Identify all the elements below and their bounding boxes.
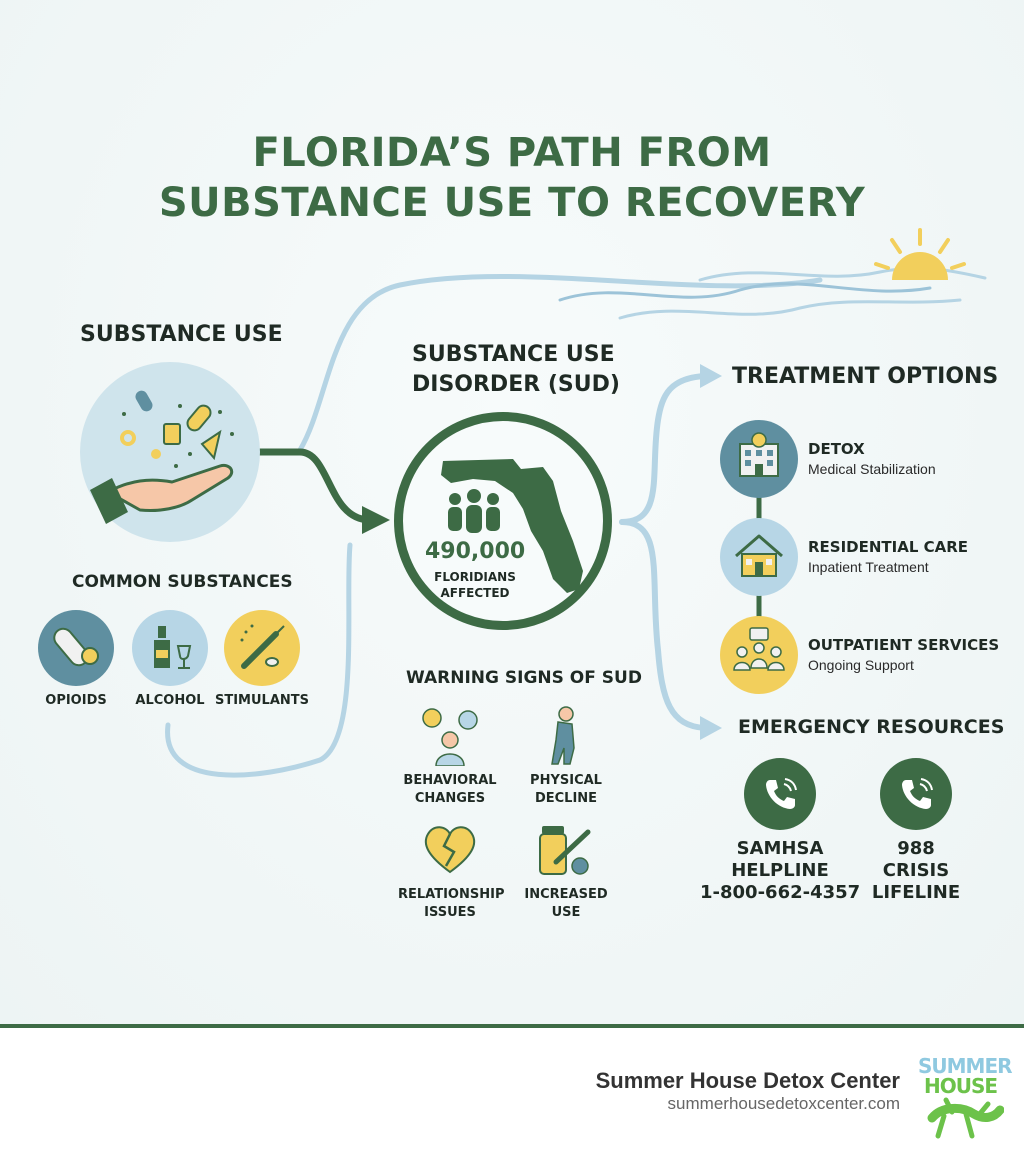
warning-relationship-label: RELATIONSHIP ISSUES — [398, 886, 505, 922]
people-group-icon — [448, 489, 500, 533]
treatment-heading: TREATMENT OPTIONS — [732, 364, 999, 389]
emergency-heading: EMERGENCY RESOURCES — [738, 716, 1005, 738]
outpatient-subtitle: Ongoing Support — [808, 657, 914, 673]
brand-url[interactable]: summerhousedetoxcenter.com — [667, 1094, 900, 1113]
flow-connectors — [165, 266, 987, 778]
substance-use-heading: SUBSTANCE USE — [80, 322, 283, 347]
mood-faces-icon — [422, 708, 478, 766]
phone-icon — [766, 778, 797, 809]
alcohol-circle — [132, 610, 208, 686]
broken-heart-icon — [424, 826, 476, 874]
alcohol-label: ALCOHOL — [135, 693, 205, 708]
detox-subtitle: Medical Stabilization — [808, 461, 936, 477]
sun-icon — [874, 228, 966, 280]
group-support-icon — [733, 627, 785, 671]
common-substances-heading: COMMON SUBSTANCES — [72, 572, 293, 592]
stimulants-label: STIMULANTS — [214, 693, 309, 708]
residential-circle — [720, 518, 798, 596]
sud-heading: SUBSTANCE USE DISORDER (SUD) — [412, 340, 620, 400]
warning-physical-line-1: PHYSICAL — [530, 773, 602, 788]
florida-map-icon — [441, 459, 583, 593]
sud-stat-value: 490,000 — [425, 539, 526, 564]
warning-relationship-line-2: ISSUES — [424, 905, 476, 920]
samhsa-phone-circle — [744, 758, 816, 830]
logo-line-1: SUMMER — [918, 1054, 1013, 1078]
stimulants-circle — [224, 610, 300, 686]
syringe-icon — [240, 624, 285, 669]
warning-physical-line-2: DECLINE — [534, 791, 598, 806]
hospital-icon — [739, 432, 779, 477]
hunched-person-icon — [551, 706, 575, 765]
samhsa-helpline-text: SAMHSA HELPLINE 1-800-662-4357 — [700, 838, 860, 904]
warning-physical-label: PHYSICAL DECLINE — [516, 772, 616, 808]
detox-circle — [720, 420, 798, 498]
opioids-label: OPIOIDS — [45, 693, 107, 708]
pills-icon — [53, 627, 99, 667]
warning-increased-label: INCREASED USE — [516, 886, 616, 922]
sud-stat-line-2: AFFECTED — [440, 586, 510, 600]
pill-bottle-syringe-icon — [539, 826, 591, 875]
opioids-circle — [38, 610, 114, 686]
title-line-2: SUBSTANCE USE TO RECOVERY — [158, 180, 866, 226]
crisis-line-2: CRISIS — [882, 860, 950, 881]
alcohol-bottle-icon — [154, 626, 192, 669]
detox-text: DETOX Medical Stabilization — [808, 440, 936, 477]
residential-title: RESIDENTIAL CARE — [808, 538, 969, 556]
sud-heading-line-1: SUBSTANCE USE — [412, 342, 615, 367]
infographic-canvas: FLORIDA’S PATH FROM SUBSTANCE USE TO REC… — [0, 0, 1024, 1024]
warning-increased-line-1: INCREASED — [524, 887, 608, 902]
detox-title: DETOX — [808, 440, 865, 458]
phone-icon — [902, 778, 933, 809]
residential-text: RESIDENTIAL CARE Inpatient Treatment — [808, 538, 968, 575]
outpatient-title: OUTPATIENT SERVICES — [808, 636, 1000, 654]
warning-behavioral-label: BEHAVIORAL CHANGES — [400, 772, 500, 808]
summer-house-logo[interactable]: SUMMER HOUSE — [916, 1054, 1013, 1146]
brand-name: Summer House Detox Center — [595, 1068, 900, 1093]
warning-signs-heading: WARNING SIGNS OF SUD — [406, 668, 642, 688]
house-icon — [735, 534, 783, 577]
footer: Summer House Detox Center summerhousedet… — [0, 1024, 1024, 1154]
gecko-icon — [927, 1097, 1004, 1139]
page-title: FLORIDA’S PATH FROM SUBSTANCE USE TO REC… — [0, 128, 1024, 228]
crisis-lifeline-text: 988 CRISIS LIFELINE — [856, 838, 976, 904]
sud-heading-line-2: DISORDER (SUD) — [412, 372, 620, 397]
crisis-line-3: LIFELINE — [871, 882, 961, 903]
substance-use-illustration — [80, 362, 260, 542]
title-line-1: FLORIDA’S PATH FROM — [252, 130, 772, 176]
crisis-line-1[interactable]: 988 — [897, 838, 935, 859]
residential-subtitle: Inpatient Treatment — [808, 559, 929, 575]
logo-line-2: HOUSE — [924, 1074, 998, 1098]
crisis-phone-circle — [880, 758, 952, 830]
samhsa-line-2: HELPLINE — [731, 860, 829, 881]
outpatient-circle — [720, 616, 798, 694]
warning-behavioral-line-1: BEHAVIORAL — [403, 773, 497, 788]
warning-behavioral-line-2: CHANGES — [414, 791, 486, 806]
warning-relationship-line-1: RELATIONSHIP — [398, 887, 505, 902]
outpatient-text: OUTPATIENT SERVICES Ongoing Support — [808, 636, 999, 673]
samhsa-line-1: SAMHSA — [736, 838, 824, 859]
hand-with-substances-icon — [90, 390, 234, 524]
sud-circle: 490,000 FLORIDIANS AFFECTED — [394, 412, 612, 630]
sud-stat-caption: FLORIDIANS AFFECTED — [425, 569, 525, 601]
warning-increased-line-2: USE — [551, 905, 581, 920]
samhsa-phone-number[interactable]: 1-800-662-4357 — [700, 882, 861, 903]
sud-stat-line-1: FLORIDIANS — [434, 570, 516, 584]
